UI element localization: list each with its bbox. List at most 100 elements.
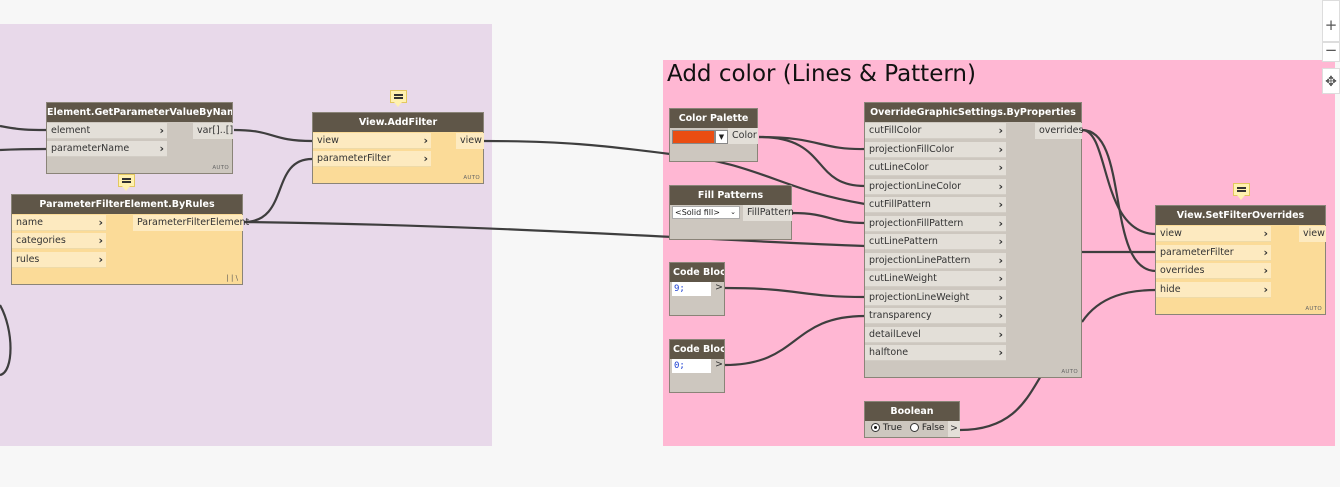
code-editor[interactable]: 0; bbox=[672, 359, 711, 373]
port-arrow-icon: › bbox=[423, 134, 428, 147]
output-port[interactable]: view bbox=[1299, 226, 1326, 242]
input-port[interactable]: hide › bbox=[1156, 281, 1271, 298]
node-title: Color Palette bbox=[670, 109, 757, 128]
radio-true[interactable]: True bbox=[871, 423, 902, 433]
port-label: parameterName bbox=[51, 143, 130, 154]
input-port[interactable]: categories› bbox=[12, 233, 106, 249]
output-port[interactable]: > bbox=[948, 421, 960, 437]
pattern-dropdown[interactable]: <Solid fill> ⌄ bbox=[672, 206, 740, 219]
port-arrow-icon: › bbox=[159, 124, 164, 137]
group-title: Add color (Lines & Pattern) bbox=[667, 61, 976, 87]
port-arrow-icon: › bbox=[98, 253, 103, 266]
node-title: View.AddFilter bbox=[313, 113, 483, 132]
zoom-out-icon: − bbox=[1324, 41, 1338, 59]
output-port[interactable]: Color bbox=[728, 128, 758, 144]
port-arrow-icon: › bbox=[998, 272, 1003, 285]
node-title: Element.GetParameterValueByName bbox=[47, 103, 232, 122]
output-port[interactable]: > bbox=[715, 282, 723, 293]
input-port[interactable]: parameterFilter› bbox=[1156, 244, 1271, 261]
port-label: overrides bbox=[1160, 265, 1205, 276]
output-port[interactable]: FillPattern bbox=[743, 205, 794, 221]
node-parameter-filter-by-rules[interactable]: ParameterFilterElement.ByRules name› cat… bbox=[11, 194, 249, 285]
comment-icon[interactable] bbox=[1233, 183, 1250, 200]
comment-icon[interactable] bbox=[118, 174, 135, 191]
input-port[interactable]: projectionLineWeight› bbox=[865, 289, 1006, 306]
node-title: ParameterFilterElement.ByRules bbox=[12, 195, 242, 214]
port-label: rules bbox=[16, 254, 40, 265]
node-view-add-filter[interactable]: View.AddFilter view › parameterFilter› vi… bbox=[312, 112, 484, 184]
port-label: transparency bbox=[869, 310, 932, 321]
port-label: projectionFillPattern bbox=[869, 217, 964, 229]
port-label: parameterFilter bbox=[1160, 246, 1234, 258]
zoom-out-button[interactable]: − bbox=[1322, 42, 1340, 62]
node-get-parameter-value[interactable]: Element.GetParameterValueByName element›… bbox=[46, 102, 233, 174]
port-arrow-icon: › bbox=[998, 216, 1003, 230]
port-label: categories bbox=[16, 235, 66, 246]
port-label: hide bbox=[1160, 283, 1181, 295]
port-label: cutFillColor bbox=[869, 125, 922, 136]
radio-label: False bbox=[921, 423, 945, 433]
input-port[interactable]: halftone› bbox=[865, 345, 1006, 361]
wire bbox=[483, 139, 671, 156]
node-title: Boolean bbox=[865, 402, 959, 421]
input-port[interactable]: overrides› bbox=[1156, 263, 1271, 279]
dropdown-arrow-icon[interactable]: ▼ bbox=[715, 130, 728, 144]
node-code-block[interactable]: Code Block 9; > bbox=[669, 262, 725, 316]
node-view-set-filter-overrides[interactable]: View.SetFilterOverrides view AUTO view›p… bbox=[1155, 205, 1326, 315]
input-port[interactable]: element› bbox=[47, 123, 167, 139]
input-port[interactable]: projectionLineColor› bbox=[865, 178, 1006, 195]
node-color-palette[interactable]: Color Palette ▼ Color bbox=[669, 108, 758, 162]
input-port[interactable]: rules › bbox=[12, 252, 106, 268]
output-port[interactable]: view bbox=[456, 133, 484, 149]
input-port[interactable]: cutFillPattern› bbox=[865, 197, 1006, 213]
input-port[interactable]: projectionFillColor› bbox=[865, 141, 1006, 158]
input-port[interactable]: cutLineWeight› bbox=[865, 271, 1006, 287]
input-port[interactable]: parameterName › bbox=[47, 141, 167, 157]
zoom-in-button[interactable]: + bbox=[1322, 0, 1340, 42]
port-arrow-icon: › bbox=[423, 152, 428, 165]
node-boolean[interactable]: Boolean True False > bbox=[864, 401, 960, 438]
code-editor[interactable]: 9; bbox=[672, 282, 711, 296]
port-arrow-icon: › bbox=[159, 142, 164, 155]
port-arrow-icon: › bbox=[998, 124, 1003, 137]
input-port[interactable]: name› bbox=[12, 215, 106, 231]
port-arrow-icon: › bbox=[998, 179, 1003, 193]
node-code-block[interactable]: Code Block 0; > bbox=[669, 339, 725, 393]
port-arrow-icon: › bbox=[998, 309, 1003, 322]
input-port[interactable]: view › bbox=[313, 133, 431, 149]
output-port[interactable]: var[]..[] bbox=[193, 123, 233, 139]
output-port[interactable]: overrides bbox=[1035, 123, 1083, 139]
port-label: halftone bbox=[869, 347, 909, 358]
lacing-label: AUTO bbox=[1061, 369, 1078, 375]
input-port[interactable]: projectionLinePattern› bbox=[865, 252, 1006, 269]
port-label: view bbox=[1160, 228, 1182, 239]
pan-button[interactable]: ✥ bbox=[1322, 68, 1340, 94]
dropdown-arrow-icon: ⌄ bbox=[730, 208, 736, 216]
radio-false[interactable]: False bbox=[910, 423, 944, 433]
lacing-label: AUTO bbox=[463, 175, 480, 181]
node-title: Code Block bbox=[670, 263, 724, 282]
input-port[interactable]: cutLineColor › bbox=[865, 160, 1006, 176]
node-fill-patterns[interactable]: Fill Patterns <Solid fill> ⌄ FillPattern bbox=[669, 185, 794, 240]
input-port[interactable]: cutLinePattern › bbox=[865, 234, 1006, 250]
input-port[interactable]: detailLevel› bbox=[865, 326, 1006, 343]
input-port[interactable]: transparency › bbox=[865, 308, 1006, 324]
port-arrow-icon: › bbox=[998, 327, 1003, 341]
port-arrow-icon: › bbox=[998, 161, 1003, 174]
output-port[interactable]: > bbox=[715, 359, 723, 370]
port-label: cutLineColor bbox=[869, 162, 929, 173]
node-override-graphic-settings[interactable]: OverrideGraphicSettings.ByProperties ove… bbox=[864, 102, 1083, 378]
input-port[interactable]: parameterFilter› bbox=[313, 151, 431, 167]
output-port[interactable]: ParameterFilterElement bbox=[133, 215, 249, 231]
input-port[interactable]: view› bbox=[1156, 226, 1271, 242]
zoom-in-icon: + bbox=[1324, 16, 1338, 34]
port-label: cutLinePattern bbox=[869, 236, 938, 247]
color-swatch[interactable] bbox=[672, 130, 715, 144]
comment-icon[interactable] bbox=[390, 90, 407, 107]
port-label: view bbox=[317, 135, 339, 146]
port-label: cutFillPattern bbox=[869, 199, 931, 210]
input-port[interactable]: projectionFillPattern › bbox=[865, 215, 1006, 232]
port-arrow-icon: › bbox=[998, 235, 1003, 248]
input-port[interactable]: cutFillColor › bbox=[865, 123, 1006, 139]
port-arrow-icon: › bbox=[1263, 282, 1268, 296]
